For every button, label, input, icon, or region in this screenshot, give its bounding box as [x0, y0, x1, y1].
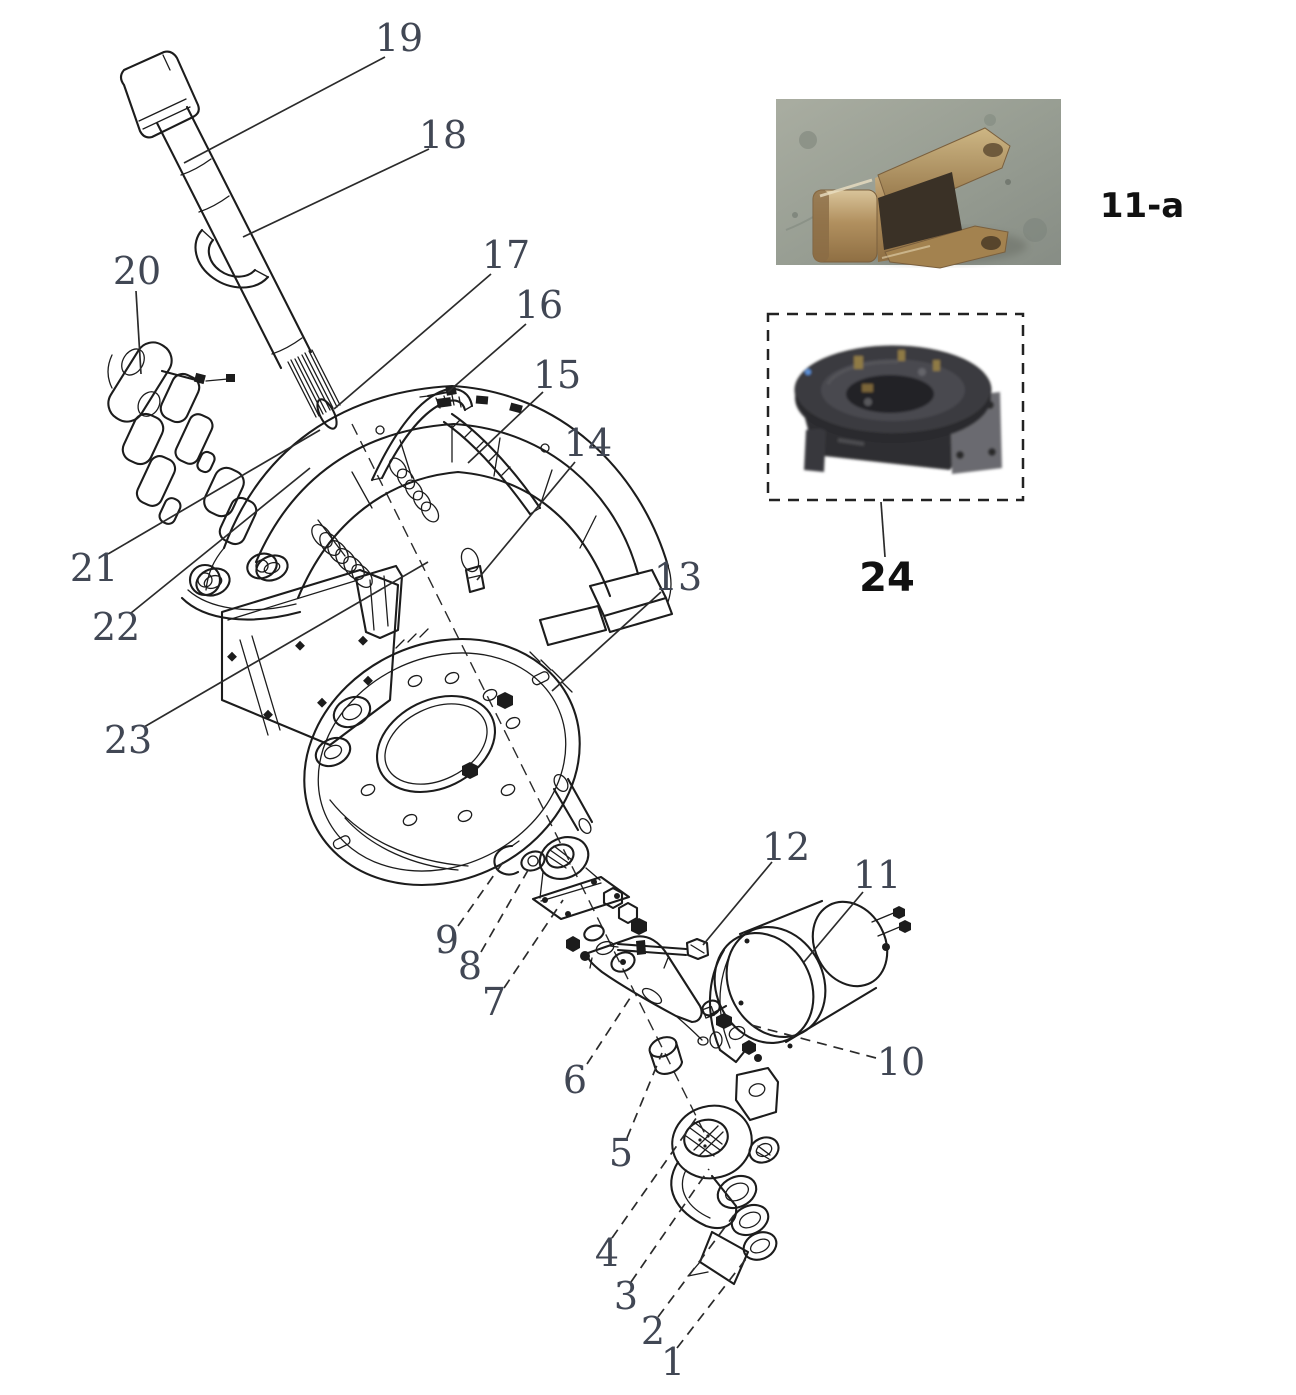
leader-4	[611, 1116, 698, 1239]
callout-9: 9	[435, 918, 459, 962]
leader-22	[130, 467, 311, 614]
leader-14	[476, 461, 576, 581]
leader-18	[242, 148, 430, 238]
leader-9	[457, 857, 507, 927]
lock-wedge-1-drawing	[687, 1230, 750, 1286]
callout-21: 21	[70, 546, 118, 590]
leader-8	[480, 864, 532, 953]
callout-3: 3	[614, 1274, 638, 1318]
backing-plate-13-drawing	[303, 628, 581, 887]
callout-22: 22	[92, 605, 140, 649]
callout-8: 8	[458, 944, 482, 988]
leader-10	[750, 1024, 877, 1059]
kingpin-boss-drawing	[493, 773, 647, 961]
brake-chamber-11-drawing	[702, 899, 911, 1064]
bolt-12-drawing	[609, 937, 710, 961]
brake-photo-inset	[766, 312, 1025, 502]
leader-15	[467, 391, 544, 464]
callout-10: 10	[877, 1040, 925, 1084]
leader-13	[551, 591, 662, 692]
leader-16	[447, 323, 527, 393]
callout-11: 11	[853, 853, 901, 897]
lever-6-drawing	[586, 935, 709, 1046]
knuckle-fork-drawing	[670, 1066, 780, 1229]
leader-6	[586, 991, 635, 1065]
callout-7: 7	[482, 980, 506, 1024]
leader-21	[107, 429, 321, 555]
leader-5	[626, 1052, 663, 1139]
callout-4: 4	[595, 1231, 619, 1275]
bearing-rings-2-drawing	[716, 1174, 778, 1261]
leader-12	[702, 861, 773, 946]
leader-11	[803, 891, 864, 963]
callout-19: 19	[375, 16, 423, 60]
leader-19	[183, 56, 386, 164]
callout-13: 13	[654, 555, 702, 599]
callout-14: 14	[564, 421, 612, 465]
stud-14-drawing	[464, 564, 486, 594]
collar-18-drawing	[194, 228, 270, 289]
leader-3	[630, 1168, 710, 1283]
plunger-21-drawing	[121, 412, 182, 525]
yoke-photo-label: 11-a	[1100, 186, 1184, 226]
callout-1: 1	[661, 1340, 685, 1384]
callout-5: 5	[609, 1131, 633, 1175]
leader-lines	[107, 56, 886, 1349]
brake-assembly-photo	[794, 345, 1002, 474]
callout-17: 17	[482, 233, 530, 277]
callout-6: 6	[563, 1058, 587, 1102]
callout-20: 20	[113, 249, 161, 293]
callout-12: 12	[762, 825, 810, 869]
leader-7	[503, 899, 564, 989]
callout-15: 15	[533, 353, 581, 397]
steering-shaft-19-drawing	[119, 50, 341, 430]
callouts: 1 2 3 4 5 6 7 8 9 10 11 12 13 14 15 16 1…	[70, 16, 925, 1384]
leader-23	[143, 561, 429, 728]
yoke-photo-inset	[776, 99, 1061, 269]
callout-18: 18	[419, 113, 467, 157]
fastener-stack-10-drawing	[701, 999, 762, 1062]
leader-1	[676, 1254, 750, 1349]
callout-2: 2	[641, 1309, 665, 1353]
leader-24	[880, 501, 886, 558]
housing-23-drawing	[180, 554, 404, 747]
bushing-5-drawing	[648, 1036, 684, 1075]
callout-16: 16	[515, 283, 563, 327]
brake-photo-label: 24	[859, 555, 915, 601]
callout-23: 23	[104, 718, 152, 762]
leader-20	[135, 290, 142, 375]
link-20-drawing	[107, 341, 173, 423]
cam-plate-15-drawing	[370, 387, 542, 516]
leader-2	[657, 1214, 735, 1318]
assembly-axis-centerline	[351, 423, 707, 1137]
yoke-part	[812, 127, 1011, 269]
leader-17	[333, 273, 492, 410]
